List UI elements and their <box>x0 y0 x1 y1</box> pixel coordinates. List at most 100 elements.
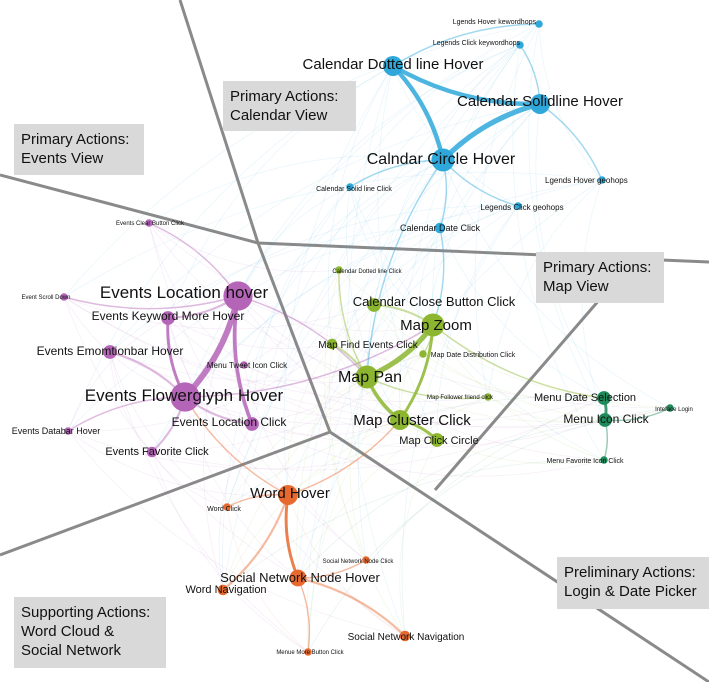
group-label-calendar-view: Primary Actions: Calendar View <box>223 81 356 131</box>
background-edge <box>63 296 375 330</box>
background-edge <box>535 103 605 399</box>
background-edge <box>243 269 340 366</box>
node-label-menu_favorite_icon: Menu Favorite Icon Click <box>546 458 624 465</box>
background-edge <box>373 179 603 306</box>
node-events_location_click <box>245 417 259 431</box>
background-edge <box>109 227 441 353</box>
node-label-menu_tweet_icon: Menu Tweet Icon Click <box>207 361 288 370</box>
background-edge <box>296 304 375 579</box>
node-legends_click_geohops <box>514 202 522 210</box>
background-edge <box>329 343 406 637</box>
node-label-menu_icon_click: Menu Icon Click <box>563 412 649 426</box>
edge-events_location_hover-to-map_pan <box>237 295 368 378</box>
background-edge <box>528 23 606 421</box>
group-label-map-view: Primary Actions: Map View <box>536 252 664 303</box>
background-edge <box>67 317 169 432</box>
background-edge <box>307 103 541 653</box>
background-edge <box>167 317 406 637</box>
background-edge <box>243 364 367 561</box>
node-label-word_hover: Word Hover <box>250 485 330 502</box>
background-edge <box>237 44 521 297</box>
background-edge <box>366 376 671 423</box>
background-edge <box>148 222 368 378</box>
background-edge <box>297 23 540 579</box>
group-label-preliminary-actions: Preliminary Actions: Login & Date Picker <box>557 557 709 609</box>
background-edge <box>109 351 309 653</box>
background-edge <box>237 186 351 297</box>
edge-calendar_date_click-to-map_zoom <box>432 227 445 326</box>
node-events_scroll_down <box>60 293 68 301</box>
node-events_flowerglyph <box>170 382 200 412</box>
background-edge <box>222 44 521 591</box>
background-edge <box>538 23 603 181</box>
background-edge <box>251 44 521 425</box>
node-word_click <box>223 503 231 511</box>
group-label-line: Social Network <box>21 642 122 659</box>
node-events_location_hover <box>223 281 253 311</box>
node-label-map_follower_friend: Map Follower friend click <box>427 395 494 401</box>
node-label-events_location_click: Events Location Click <box>172 415 288 429</box>
node-map_follower_friend <box>484 393 492 401</box>
node-label-map_zoom: Map Zoom <box>400 317 472 334</box>
background-edge <box>167 317 289 496</box>
background-edge <box>184 396 489 425</box>
group-label-line: Map View <box>543 278 609 295</box>
background-edge <box>251 419 401 436</box>
node-label-events_location_hover: Events Location hover <box>100 283 269 302</box>
edge-word_hover-to-events_flowerglyph <box>184 396 289 496</box>
background-edge <box>373 304 489 398</box>
node-label-calendar_dotted_hover: Calendar Dotted line Hover <box>303 56 484 73</box>
edge-calendar_solid_hover-to-calendar_circle_hover <box>440 101 543 163</box>
background-edge <box>167 317 438 441</box>
background-edge <box>184 179 603 398</box>
node-interface_login <box>666 404 674 412</box>
background-edge <box>237 295 401 421</box>
group-label-line: Word Cloud & <box>21 623 115 640</box>
background-edge <box>337 269 368 378</box>
background-edge <box>67 205 519 432</box>
background-edge <box>283 65 394 496</box>
background-edge <box>287 439 438 496</box>
group-label-line: Login & Date Picker <box>564 583 697 600</box>
background-edge <box>63 296 489 402</box>
node-events_databar <box>64 427 72 435</box>
background-edge <box>487 179 603 398</box>
background-edge <box>226 103 541 508</box>
edge-events_location_hover-to-events_location_click <box>232 294 254 426</box>
node-map_date_distribution <box>419 350 427 358</box>
edge-calendar_dotted_hover-to-legends_hover_keywordhops <box>392 23 540 67</box>
node-calendar_date_click <box>434 222 446 234</box>
group-label-line: Preliminary Actions: <box>564 564 696 581</box>
background-edge <box>338 159 444 271</box>
group-label-line: Primary Actions: <box>21 131 130 148</box>
node-label-calendar_circle_hover: Calndar Circle Hover <box>367 151 516 168</box>
background-edge <box>331 205 519 345</box>
node-social_network_navigation <box>399 630 411 642</box>
node-label-social_network_navigation: Social Network Navigation <box>348 632 465 643</box>
background-edge <box>432 324 605 461</box>
node-word_navigation <box>217 584 229 596</box>
node-label-legends_click_keywordhops: Legends Click keywordhops <box>433 40 521 47</box>
background-edge <box>297 419 606 579</box>
background-edge <box>67 430 438 470</box>
edge-social_network_node_hover-to-social_network_navigation <box>296 576 407 638</box>
node-events_keyword_more <box>161 311 175 325</box>
background-edge <box>251 423 605 477</box>
background-edge <box>243 159 444 366</box>
node-label-word_navigation: Word Navigation <box>185 584 266 596</box>
background-edge <box>237 295 434 332</box>
node-menue_more_button <box>304 648 312 656</box>
node-social_network_node_hover <box>289 569 307 587</box>
background-edge <box>151 353 424 453</box>
edge-calendar_circle_hover-to-map_pan <box>366 159 444 378</box>
edge-word_hover-to-word_navigation <box>221 493 290 592</box>
background-edge <box>439 227 605 399</box>
background-edge <box>63 296 606 427</box>
node-legends_click_keywordhops <box>516 41 524 49</box>
background-edge <box>399 419 605 465</box>
background-edge <box>474 23 540 398</box>
node-label-map_cluster_click: Map Cluster Click <box>353 412 471 429</box>
background-edge <box>439 103 541 229</box>
